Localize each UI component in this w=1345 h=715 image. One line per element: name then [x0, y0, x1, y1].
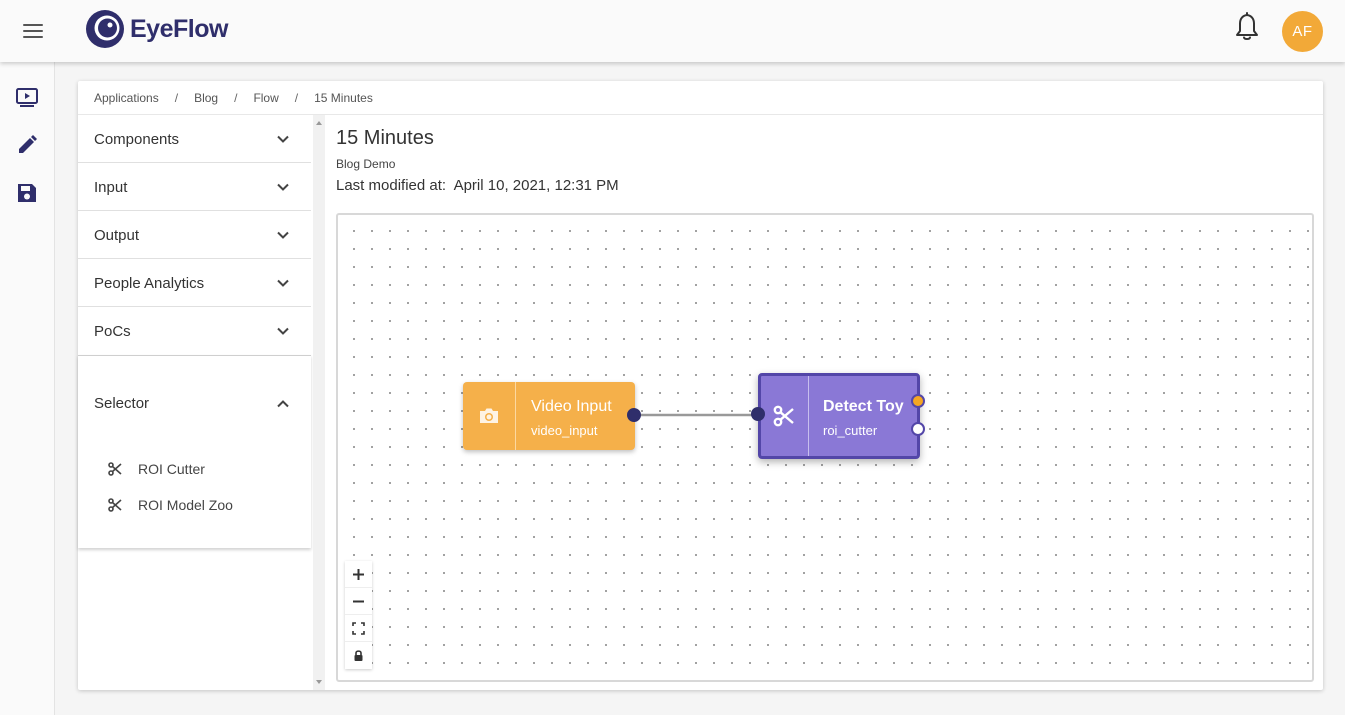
- chevron-down-icon: [277, 183, 289, 191]
- eyeflow-logo-icon: [86, 10, 124, 48]
- lock-button[interactable]: [345, 642, 372, 669]
- palette-scrollbar[interactable]: [313, 115, 325, 690]
- node-subtitle: roi_cutter: [823, 423, 878, 438]
- output-port-secondary[interactable]: [911, 422, 925, 436]
- scroll-down-arrow-icon[interactable]: [315, 678, 323, 686]
- scissors-icon: [108, 462, 122, 476]
- camera-icon: [480, 408, 498, 423]
- accordion-input[interactable]: Input: [78, 163, 311, 211]
- chevron-down-icon: [277, 231, 289, 239]
- accordion-label: Components: [94, 131, 180, 148]
- last-modified-value: April 10, 2021, 12:31 PM: [453, 177, 619, 194]
- accordion-label: People Analytics: [94, 275, 205, 292]
- divider: [78, 114, 1323, 115]
- flow-subtitle: Blog Demo: [336, 157, 396, 171]
- edge-layer: [635, 413, 758, 417]
- palette-item-label: ROI Model Zoo: [138, 497, 233, 513]
- node-video-input[interactable]: Video Input video_input: [463, 382, 641, 450]
- notifications-bell-icon[interactable]: [1234, 12, 1260, 42]
- scissors-icon: [773, 405, 794, 427]
- breadcrumb-separator: /: [294, 91, 299, 105]
- node-subtitle: video_input: [531, 423, 598, 438]
- accordion-label[interactable]: Selector: [94, 395, 150, 412]
- input-port[interactable]: [751, 407, 765, 421]
- node-icon-box: [463, 382, 516, 450]
- component-palette: Components Input Output People Analytics…: [78, 115, 311, 548]
- breadcrumb-blog[interactable]: Blog: [194, 91, 219, 105]
- scissors-icon: [108, 498, 122, 512]
- accordion-pocs[interactable]: PoCs: [78, 307, 311, 355]
- node-title: Detect Toy: [823, 398, 904, 415]
- zoom-in-button[interactable]: [345, 561, 372, 588]
- palette-item-roi-model-zoo[interactable]: ROI Model Zoo: [108, 495, 233, 515]
- user-avatar[interactable]: AF: [1282, 11, 1323, 52]
- breadcrumb-separator: /: [174, 91, 179, 105]
- plus-icon: [353, 569, 364, 580]
- left-rail: [0, 62, 55, 715]
- canvas-controls: [345, 561, 372, 669]
- save-floppy-icon[interactable]: [15, 181, 39, 205]
- fit-view-button[interactable]: [345, 615, 372, 642]
- fullscreen-icon: [352, 622, 365, 635]
- accordion-people-analytics[interactable]: People Analytics: [78, 259, 311, 307]
- breadcrumb-separator: /: [234, 91, 238, 105]
- breadcrumb: Applications / Blog / Flow / 15 Minutes: [94, 90, 373, 106]
- node-title: Video Input: [531, 398, 612, 415]
- menu-icon[interactable]: [23, 24, 43, 38]
- palette-item-roi-cutter[interactable]: ROI Cutter: [108, 459, 205, 479]
- output-port[interactable]: [627, 408, 641, 422]
- breadcrumb-flow[interactable]: Flow: [253, 91, 279, 105]
- chevron-down-icon: [277, 135, 289, 143]
- node-detect-toy[interactable]: Detect Toy roi_cutter: [751, 373, 925, 459]
- video-player-icon[interactable]: [15, 85, 39, 109]
- accordion-output[interactable]: Output: [78, 211, 311, 259]
- palette-item-label: ROI Cutter: [138, 461, 205, 477]
- logo[interactable]: EyeFlow: [83, 6, 228, 52]
- minus-icon: [353, 600, 364, 603]
- breadcrumb-applications[interactable]: Applications: [94, 91, 159, 105]
- scroll-up-arrow-icon[interactable]: [315, 119, 323, 127]
- output-port-primary[interactable]: [911, 394, 925, 408]
- breadcrumb-current: 15 Minutes: [314, 91, 373, 105]
- chevron-up-icon[interactable]: [276, 397, 290, 411]
- accordion-label: PoCs: [94, 323, 131, 340]
- main-card: Applications / Blog / Flow / 15 Minutes …: [78, 81, 1323, 690]
- flow-canvas[interactable]: Video Input video_input Detect Toy roi_c…: [336, 213, 1314, 682]
- flow-title: 15 Minutes: [336, 127, 434, 149]
- node-icon-box: [761, 376, 809, 456]
- lock-icon: [354, 650, 363, 661]
- app-bar: EyeFlow AF: [0, 0, 1345, 62]
- accordion-components[interactable]: Components: [78, 115, 311, 163]
- zoom-out-button[interactable]: [345, 588, 372, 615]
- last-modified: Last modified at: April 10, 2021, 12:31 …: [336, 177, 619, 194]
- accordion-selector: Selector ROI Cutter ROI Model Z: [78, 355, 311, 548]
- last-modified-label: Last modified at:: [336, 177, 447, 194]
- chevron-down-icon: [277, 279, 289, 287]
- accordion-label: Output: [94, 227, 140, 244]
- accordion-label: Input: [94, 179, 128, 196]
- edit-pencil-icon[interactable]: [15, 133, 39, 157]
- brand-name: EyeFlow: [130, 14, 228, 43]
- chevron-down-icon: [277, 327, 289, 335]
